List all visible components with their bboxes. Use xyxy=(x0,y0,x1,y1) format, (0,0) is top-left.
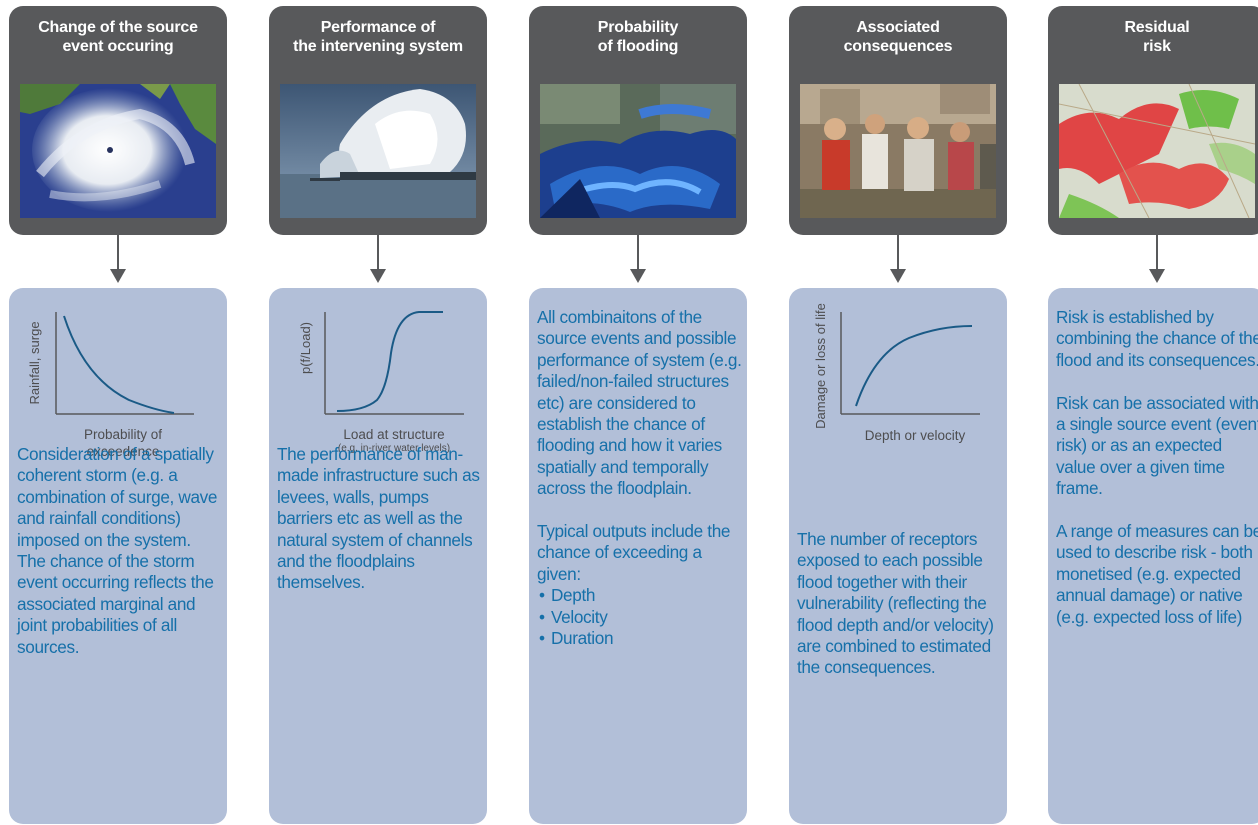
stage-header: Performance of the intervening system xyxy=(269,6,487,235)
stage-title: Associated consequences xyxy=(843,19,953,55)
arrow-down-icon xyxy=(890,235,906,283)
stage-graph: Damage or loss of life Depth or velocity xyxy=(789,288,1007,488)
arrow-down-icon xyxy=(1149,235,1165,283)
y-axis-label: Damage or loss of life xyxy=(813,303,828,429)
stage-header: Residual risk xyxy=(1048,6,1258,235)
arrow-down-icon xyxy=(630,235,646,283)
y-axis-label: Rainfall, surge xyxy=(27,321,42,404)
stage-panel: Damage or loss of life Depth or velocity… xyxy=(789,288,1007,824)
stage-header: Associated consequences xyxy=(789,6,1007,235)
stage-flood-probability: Probability of flooding All combinaitons… xyxy=(529,0,747,825)
stage-description: The performance of man-made infrastructu… xyxy=(277,444,480,593)
x-axis-label: Depth or velocity xyxy=(864,428,966,443)
people-wading-floodwater-image xyxy=(800,84,996,218)
stage-source-event: Change of the source event occuring xyxy=(9,0,227,825)
curve-line xyxy=(336,311,443,412)
stage-header: Probability of flooding xyxy=(529,6,747,235)
stage-panel: All combinaitons of the source events an… xyxy=(529,288,747,824)
stage-graph: Rainfall, surge Probability of exceedenc… xyxy=(9,288,227,488)
stage-consequences: Associated consequences xyxy=(789,0,1007,825)
stage-description: The number of receptors exposed to each … xyxy=(797,529,994,678)
stage-graph: p(f/Load) Load at structure (e.g. in-riv… xyxy=(269,288,487,488)
stage-system-performance: Performance of the intervening system xyxy=(269,0,487,825)
curve-line xyxy=(63,315,175,414)
hurricane-satellite-image xyxy=(20,84,216,218)
x-axis-label: Load at structure (e.g. in-river water l… xyxy=(337,427,451,454)
x-axis-label: Probability of exceedence xyxy=(83,427,163,459)
stage-residual-risk: Residual risk Risk is established by com… xyxy=(1048,0,1258,825)
curve-line xyxy=(855,325,973,407)
list-item: Duration xyxy=(537,628,743,650)
stage-panel: Risk is established by combining the cha… xyxy=(1048,288,1258,824)
stage-description: Risk is established by combining the cha… xyxy=(1056,307,1258,627)
stage-header: Change of the source event occuring xyxy=(9,6,227,235)
stage-title: Probability of flooding xyxy=(597,19,679,55)
y-axis-label: p(f/Load) xyxy=(298,322,313,374)
stage-description: All combinaitons of the source events an… xyxy=(537,307,743,650)
stage-panel: p(f/Load) Load at structure (e.g. in-riv… xyxy=(269,288,487,824)
stage-description: Consideration of a spatially coherent st… xyxy=(17,444,218,657)
output-list: Depth Velocity Duration xyxy=(537,585,743,650)
list-item: Velocity xyxy=(537,607,743,629)
wave-overtopping-structure-image xyxy=(280,84,476,218)
stage-title: Change of the source event occuring xyxy=(38,19,198,55)
risk-map-image xyxy=(1059,84,1255,218)
list-item: Depth xyxy=(537,585,743,607)
stage-title: Residual risk xyxy=(1124,19,1190,55)
stage-panel: Rainfall, surge Probability of exceedenc… xyxy=(9,288,227,824)
stage-title: Performance of the intervening system xyxy=(293,19,463,55)
arrow-down-icon xyxy=(110,235,126,283)
arrow-down-icon xyxy=(370,235,386,283)
flood-depth-map-image xyxy=(540,84,736,218)
